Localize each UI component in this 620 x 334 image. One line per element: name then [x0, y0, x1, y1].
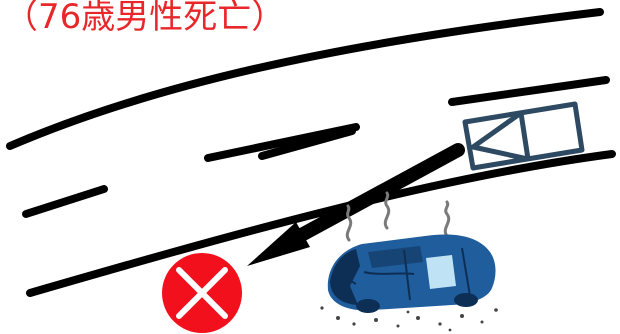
road-bottom-edge	[26, 150, 616, 297]
rear-vehicle-body	[462, 101, 585, 171]
smoke-wisps	[345, 191, 451, 242]
crashed-vehicle-panel-lines	[339, 247, 471, 301]
debris-piece	[406, 310, 410, 314]
debris-piece	[396, 324, 400, 328]
smoke-wisp-1	[345, 204, 353, 242]
incident-caption: （76歳男性死亡）	[4, 0, 286, 37]
arrow-head	[247, 222, 310, 266]
debris-piece	[438, 322, 442, 326]
arrow-shaft	[276, 143, 465, 252]
crashed-vehicle	[327, 234, 496, 313]
rear-vehicle-pillar	[518, 112, 531, 160]
rear-vehicle-windshield	[470, 110, 529, 162]
road-top-edge	[6, 8, 604, 150]
rear-vehicle	[462, 101, 585, 171]
crashed-vehicle-window	[426, 255, 456, 289]
debris-piece	[320, 306, 324, 310]
lane-dash-upper-1	[204, 123, 360, 162]
crashed-vehicle-wheel-front	[356, 299, 380, 313]
lane-dash-lower-2	[258, 127, 356, 160]
debris-piece	[336, 316, 340, 320]
debris-piece	[494, 308, 498, 312]
panel-line-2	[403, 249, 411, 301]
crashed-vehicle-wheel-rear	[454, 293, 478, 307]
debris-piece	[460, 314, 464, 318]
trajectory-arrow	[247, 143, 465, 266]
smoke-wisp-3	[443, 200, 451, 238]
victim-cross-b	[176, 267, 228, 319]
lane-dash-upper-2	[448, 76, 610, 106]
lane-dash-lower-1	[22, 185, 108, 218]
panel-line-3	[461, 247, 471, 297]
victim-marker	[162, 253, 242, 333]
debris-piece	[416, 316, 420, 320]
road-lines	[6, 8, 616, 297]
debris-piece	[448, 328, 452, 332]
debris-piece	[480, 320, 484, 324]
debris	[320, 306, 498, 332]
panel-line-1	[363, 271, 415, 275]
crashed-vehicle-roof	[368, 246, 423, 268]
debris-piece	[374, 318, 378, 322]
debris-piece	[352, 322, 356, 326]
lane-dashes	[22, 76, 610, 218]
smoke-wisp-2	[383, 191, 391, 230]
panel-line-4	[339, 259, 357, 285]
